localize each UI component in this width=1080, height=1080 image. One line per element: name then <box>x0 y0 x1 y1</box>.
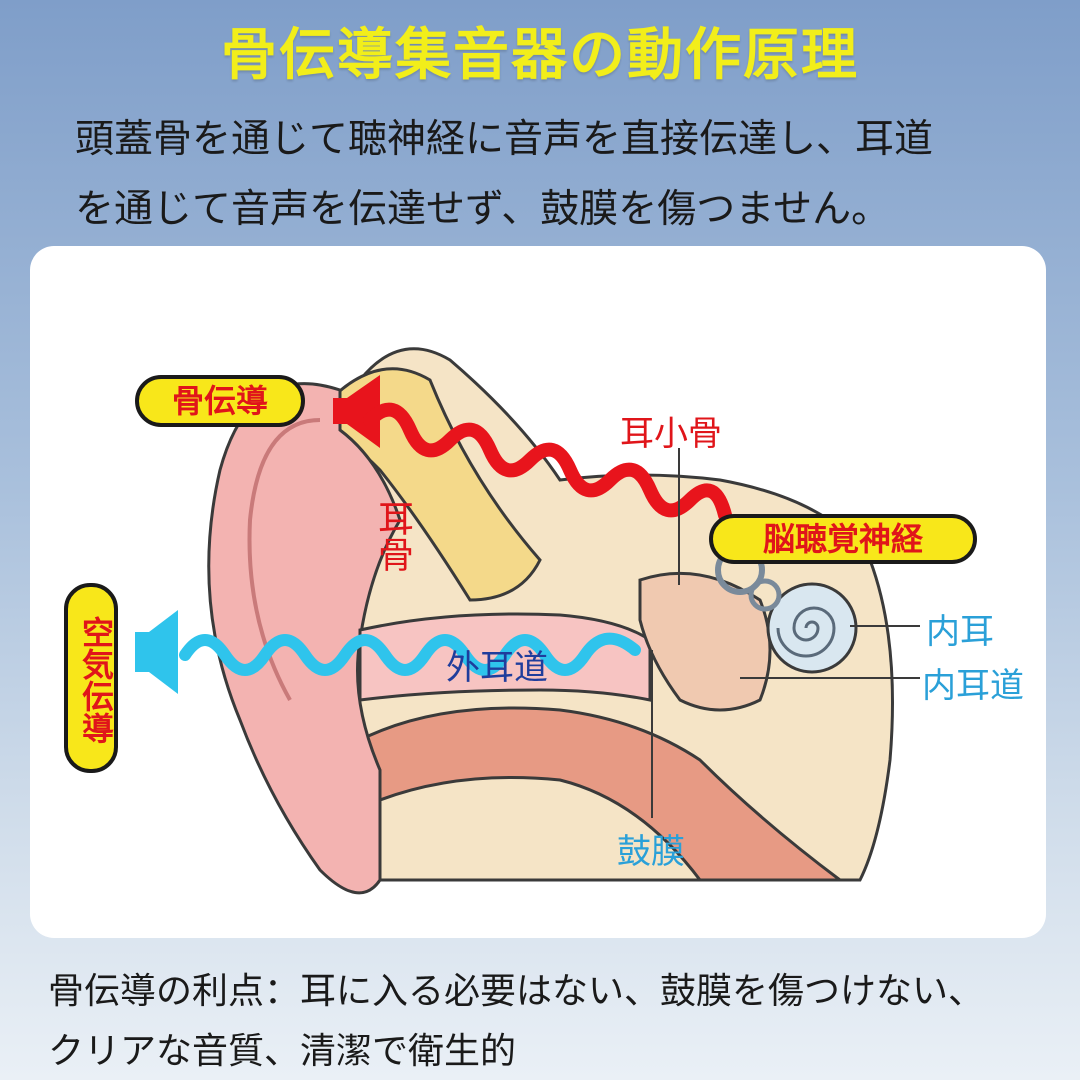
eardrum-label: 鼓膜 <box>617 832 685 872</box>
middle-ear <box>638 571 772 712</box>
air-conduction-wave <box>179 632 641 676</box>
auditory-nerve-pill: 脳聴覚神経 <box>709 514 977 564</box>
bone-layer <box>328 367 542 602</box>
outer-ear <box>207 382 402 895</box>
inner-ear-label: 内耳 <box>926 612 994 652</box>
subtitle-line-1: 頭蓋骨を通じて聴神経に音声を直接伝達し、耳道 <box>75 117 934 162</box>
ossicles-label: 耳小骨 <box>620 414 722 454</box>
air-conduction-pill: 空気伝導 <box>64 583 118 773</box>
bone-speaker-icon <box>333 375 380 448</box>
page-title: 骨伝導集音器の動作原理 <box>221 23 859 88</box>
air-speaker-icon <box>135 610 178 694</box>
footer-line-2: クリアな音質、清潔で衛生的 <box>48 1031 517 1072</box>
footer-line-1: 骨伝導の利点：耳に入る必要はない、鼓膜を傷つけない、 <box>48 971 985 1012</box>
bone-conduction-wave <box>363 402 732 522</box>
muscle-tissue <box>358 706 845 882</box>
inner-ear-canal-label: 内耳道 <box>922 666 1024 706</box>
bone-conduction-pill: 骨伝導 <box>135 375 305 427</box>
cochlea-spiral <box>776 606 836 658</box>
ear-bone-label: 耳骨 <box>372 500 413 572</box>
subtitle-line-2: を通じて音声を伝達せず、鼓膜を傷つません。 <box>75 187 891 232</box>
ear-canal-label: 外耳道 <box>446 648 548 688</box>
